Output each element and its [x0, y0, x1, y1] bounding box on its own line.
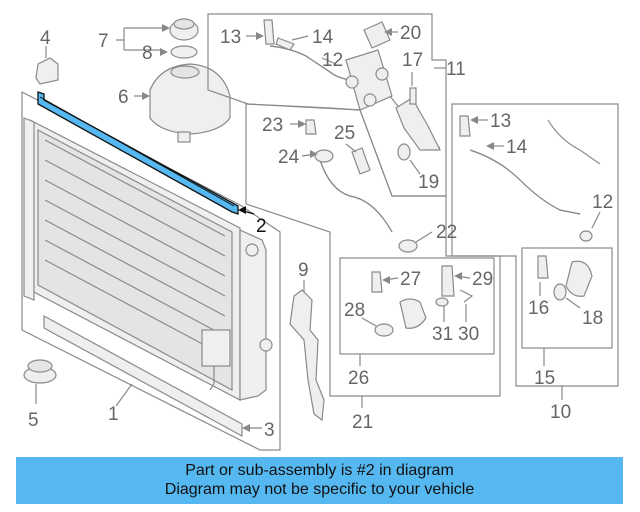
middle-hose-assembly: [305, 119, 418, 253]
small-hose-assembly-15: [537, 255, 593, 301]
callout-18: 18: [582, 308, 603, 329]
cap-part-7: [169, 18, 199, 41]
hose-group-frame-15: [521, 247, 613, 349]
callout-13b: 13: [490, 111, 511, 132]
callout-14a: 14: [312, 27, 334, 48]
callout-31: 31: [432, 324, 453, 345]
callout-27: 27: [400, 269, 421, 290]
callout-14b: 14: [506, 137, 528, 158]
callout-2[interactable]: 2: [256, 216, 267, 237]
callout-29: 29: [472, 269, 493, 290]
leader-lines: [35, 24, 601, 432]
callout-15: 15: [534, 368, 555, 389]
callout-20: 20: [400, 23, 421, 44]
callout-22: 22: [436, 222, 457, 243]
right-hose-assembly: [459, 115, 601, 242]
radiator-assembly-frame: [21, 91, 281, 451]
part-info-line-1: Part or sub-assembly is #2 in diagram: [185, 462, 454, 479]
bracket-part-9: [289, 289, 325, 422]
callout-12b: 12: [592, 192, 613, 213]
bottom-strip-part-3: [43, 314, 243, 438]
callout-5: 5: [28, 410, 39, 431]
callout-23: 23: [262, 115, 283, 136]
upper-hose-assembly: [263, 19, 441, 161]
callout-30: 30: [458, 324, 479, 345]
callout-9: 9: [298, 260, 309, 281]
callout-21: 21: [352, 412, 373, 433]
bracket-part-4: [35, 57, 59, 85]
callout-28: 28: [344, 300, 365, 321]
callout-10: 10: [550, 402, 571, 423]
small-hose-assembly: [371, 265, 474, 337]
expansion-tank-part-6: [149, 63, 231, 143]
callout-6: 6: [118, 87, 129, 108]
hose-group-frame-26: [339, 257, 495, 355]
callout-19: 19: [418, 172, 439, 193]
callout-24: 24: [278, 147, 300, 168]
callout-8: 8: [142, 43, 153, 64]
part-info-line-2: Diagram may not be specific to your vehi…: [164, 481, 475, 498]
radiator-core: [23, 117, 273, 401]
callout-7: 7: [98, 31, 109, 52]
callout-1: 1: [108, 404, 119, 425]
hose-group-frame-10: [451, 103, 619, 387]
fan-control-module: [201, 329, 231, 391]
callout-13a: 13: [220, 27, 241, 48]
callout-26: 26: [348, 368, 369, 389]
o-ring-part-8: [170, 45, 198, 59]
part-info-banner: Part or sub-assembly is #2 in diagram Di…: [16, 457, 623, 504]
callout-3: 3: [264, 420, 275, 441]
callout-25: 25: [334, 123, 355, 144]
callout-11: 11: [446, 59, 466, 80]
callout-12a: 12: [322, 50, 343, 71]
mount-bushing-part-5: [23, 359, 57, 384]
callout-17: 17: [402, 50, 423, 71]
callout-4: 4: [40, 28, 51, 49]
callout-numbers: 1 2 3 4 5 6 7 8 9 10 11 12 12 13 13 14 1…: [28, 23, 613, 441]
callout-16: 16: [528, 298, 549, 319]
